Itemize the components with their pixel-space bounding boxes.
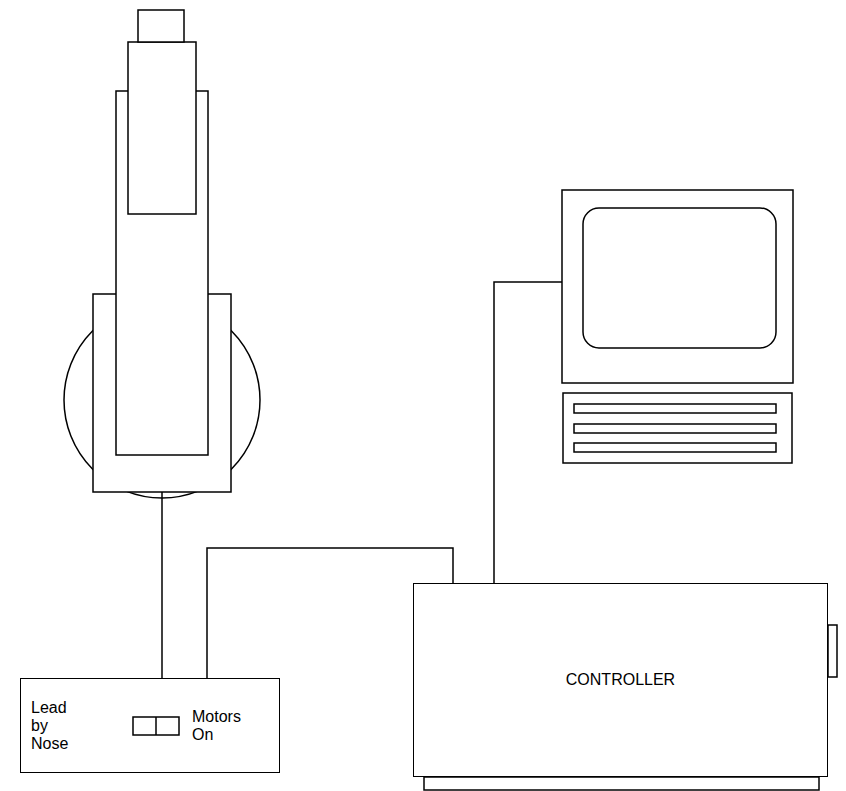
computer (562, 190, 793, 463)
robot-cable (161, 492, 163, 678)
switch-body (133, 717, 179, 735)
keyboard (563, 393, 792, 463)
robot-wrist (138, 10, 184, 42)
monitor (562, 190, 793, 383)
controller-tab (828, 625, 837, 677)
monitor-cable (494, 282, 562, 583)
keyboard-row (574, 424, 776, 433)
teach-pendant: Lead by Nose Motors On (20, 678, 280, 773)
controller-box: CONTROLLER (413, 583, 828, 777)
switch-label: Lead by Nose (31, 699, 77, 753)
keyboard-row (574, 443, 776, 452)
mode-switch (131, 715, 191, 739)
switch-divider (155, 717, 157, 735)
switch-label: Motors On (192, 708, 254, 744)
keyboard-row (574, 404, 776, 413)
robot-forearm (128, 42, 196, 214)
controller-label: CONTROLLER (414, 671, 827, 689)
robot-arm (64, 10, 260, 498)
monitor-screen (583, 208, 776, 348)
controller-plinth (424, 777, 819, 790)
